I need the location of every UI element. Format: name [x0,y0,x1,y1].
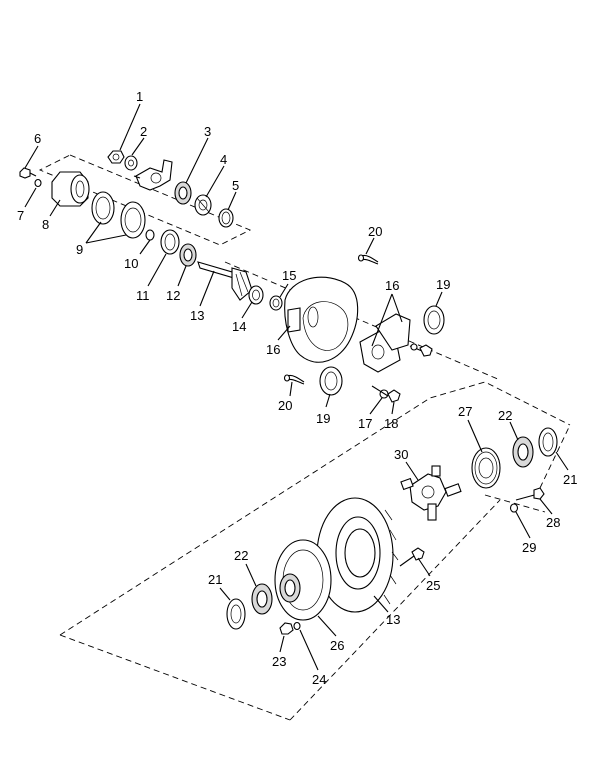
part-21-cup-right [538,427,558,457]
callout-26: 26 [330,638,344,653]
part-26-case [274,539,332,621]
callout-11: 11 [136,288,150,303]
callout-18: 18 [384,416,398,431]
callout-27: 27 [458,404,472,419]
part-4-bearing [194,194,212,216]
part-13-pinion [197,261,253,301]
callout-20: 20 [368,224,382,239]
part-12-bearing [179,243,197,267]
callout-6: 6 [34,131,41,146]
callout-5: 5 [232,178,239,193]
callout-21-right: 21 [563,472,577,487]
part-22-bearing-right [512,436,534,468]
callout-19: 19 [436,277,450,292]
callout-1: 1 [136,89,143,104]
part-20-cotter-lower [283,374,305,385]
part-24-washer [293,621,301,631]
callout-22-right: 22 [498,408,512,423]
carrier-parts [283,254,445,403]
part-19-adjuster-lower [319,366,343,396]
part-21-cup-left [226,598,246,630]
part-19-adjuster-upper [423,305,445,335]
part-9-shims [91,191,146,239]
part-10-spacer [145,229,155,241]
part-3-seal [174,181,192,205]
callout-16: 16 [266,342,280,357]
callout-4: 4 [220,152,227,167]
part-16-carrier [284,276,359,363]
callout-8: 8 [42,217,49,232]
part-13-ring-gear [316,497,399,613]
part-27-case-half [471,447,501,489]
part-14-bearing [248,285,264,305]
callout-24: 24 [312,672,326,687]
part-1-nut [107,150,125,164]
part-29-washer [509,503,519,513]
callout-7: 7 [17,208,24,223]
part-7-washer [34,178,42,188]
callout-25: 25 [426,578,440,593]
part-6-bolt [19,167,37,179]
callout-13-ring: 13 [386,612,400,627]
part-28-bolt [515,487,545,501]
callout-12: 12 [166,288,180,303]
part-16-caps [359,313,411,373]
callout-13: 13 [190,308,204,323]
differential-parts [226,427,558,635]
part-23-nut [279,622,294,635]
yoke [133,159,173,191]
part-2-washer [124,155,138,171]
part-5-cup [218,208,234,228]
cap-bolt [409,343,433,357]
part-22-bearing-left [251,583,273,615]
callout-29: 29 [522,540,536,555]
part-20-cotter-upper [357,254,379,265]
callout-14: 14 [232,319,246,334]
callout-3: 3 [204,124,211,139]
leader-lines [24,103,569,671]
callout-21-left: 21 [208,572,222,587]
callout-20-lower: 20 [278,398,292,413]
callout-10: 10 [124,256,138,271]
callout-17: 17 [358,416,372,431]
part-11-cup [160,229,180,255]
callout-22-left: 22 [234,548,248,563]
part-15-ring [269,295,283,311]
pinion-parts [19,150,283,311]
callout-28: 28 [546,515,560,530]
callout-15: 15 [282,268,296,283]
dashed-group-outlines [38,154,571,721]
part-8-housing [51,171,90,207]
callout-16-caps: 16 [385,278,399,293]
callout-23: 23 [272,654,286,669]
part-30-spider [400,465,462,521]
callout-19-lower: 19 [316,411,330,426]
callout-labels: 1 2 3 4 5 6 7 8 9 10 11 12 13 14 15 16 1… [17,89,577,687]
callout-2: 2 [140,124,147,139]
part-18-bolt [371,385,401,403]
part-25-bolt [399,547,425,567]
callout-30: 30 [394,447,408,462]
callout-9: 9 [76,242,83,257]
